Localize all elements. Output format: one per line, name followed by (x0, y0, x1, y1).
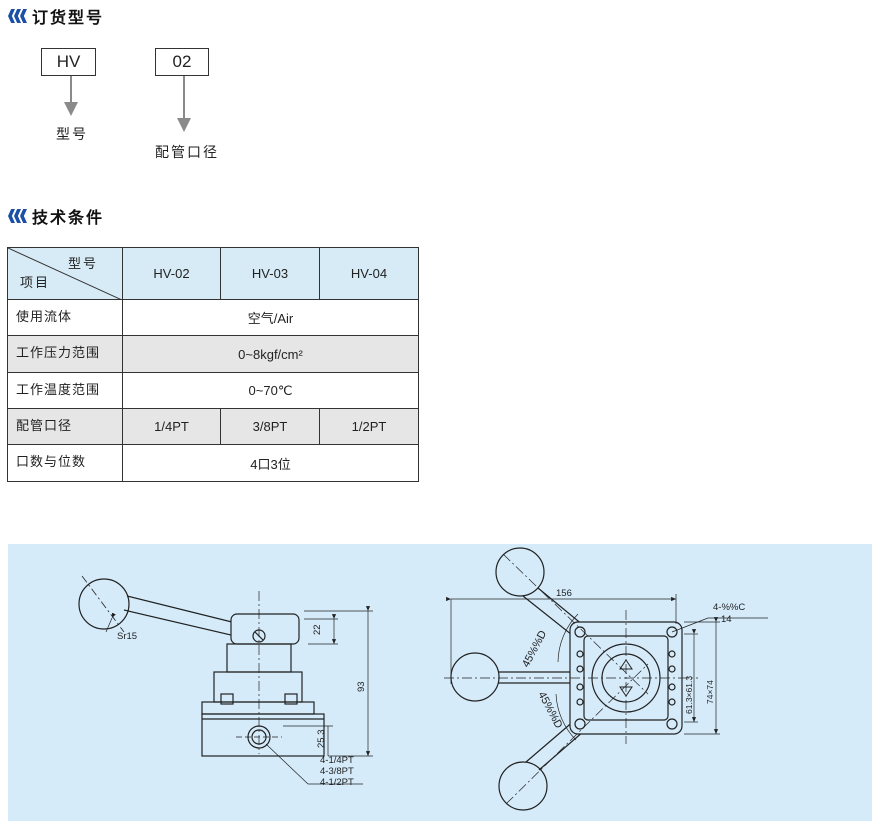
dim-61-label: 61.3×61.3 (684, 676, 694, 714)
dim-156-label: 156 (556, 588, 572, 599)
row-label: 口数与位数 (7, 444, 123, 482)
port-size-label: 配管口径 (155, 145, 219, 161)
model-code-box: HV (41, 48, 96, 76)
model-header: HV-04 (319, 247, 419, 300)
top-view (444, 547, 768, 811)
section-title: 订货型号 (32, 8, 105, 27)
corner-cell: 型号 项目 (7, 247, 123, 300)
corner-top-label: 型号 (67, 256, 98, 271)
table-row: 工作压力范围 0~8kgf/cm² (7, 335, 419, 373)
arrow-down-icon (64, 102, 78, 116)
side-view (78, 575, 373, 785)
table-row: 使用流体 空气/Air (7, 299, 419, 336)
port-label: 4-1/2PT (320, 777, 354, 788)
row-value: 0~70℃ (122, 372, 419, 409)
dim-74-label: 74×74 (705, 680, 715, 704)
hole-spec-label: 4-%%C (713, 602, 745, 613)
arrow-down-icon (177, 118, 191, 132)
row-value: 3/8PT (220, 408, 320, 445)
table-row: 口数与位数 4口3位 (7, 444, 419, 482)
table-header-row: 型号 项目 HV-02 HV-03 HV-04 (7, 247, 419, 300)
row-value: 1/2PT (319, 408, 419, 445)
technical-drawing: Sr15 22 93 25.3 4-1/4PT 4-3/8PT 4-1/2PT … (78, 547, 768, 811)
diagonal-divider (8, 248, 122, 300)
section-title: 技术条件 (32, 208, 105, 227)
dim-25-label: 25.3 (316, 730, 327, 749)
port-label: 4-3/8PT (320, 766, 354, 777)
dim-93-label: 93 (356, 681, 367, 692)
row-label: 配管口径 (7, 408, 123, 445)
row-value: 空气/Air (122, 299, 419, 336)
row-value: 1/4PT (122, 408, 221, 445)
tech-section-header: 技术条件 (8, 204, 104, 228)
model-header: HV-03 (220, 247, 320, 300)
dim-22-label: 22 (312, 624, 323, 635)
sphere-label: Sr15 (117, 631, 137, 642)
model-header: HV-02 (122, 247, 221, 300)
table-row: 配管口径 1/4PT 3/8PT 1/2PT (7, 408, 419, 445)
model-label: 型号 (56, 127, 88, 143)
corner-bottom-label: 项目 (20, 275, 51, 290)
row-value: 0~8kgf/cm² (122, 335, 419, 373)
angle-top-label: 45%%D (520, 629, 549, 670)
arrow-line (70, 76, 72, 104)
table-row: 工作温度范围 0~70℃ (7, 372, 419, 409)
spec-table: 型号 项目 HV-02 HV-03 HV-04 使用流体 空气/Air 工作压力… (7, 247, 419, 482)
port-label: 4-1/4PT (320, 755, 354, 766)
handle-ball (78, 578, 130, 630)
order-section-header: 订货型号 (8, 4, 104, 28)
port-code-box: 02 (155, 48, 209, 76)
drawing-panel: Sr15 22 93 25.3 4-1/4PT 4-3/8PT 4-1/2PT … (8, 544, 872, 821)
row-label: 工作温度范围 (7, 372, 123, 409)
row-label: 工作压力范围 (7, 335, 123, 373)
row-label: 使用流体 (7, 299, 123, 336)
chevron-icon (8, 9, 27, 23)
angle-bottom-label: 45%%D (535, 690, 564, 731)
chevron-icon (8, 209, 27, 223)
hole-dia-label: 14 (721, 614, 732, 625)
arrow-line (183, 76, 185, 120)
row-value: 4口3位 (122, 444, 419, 482)
